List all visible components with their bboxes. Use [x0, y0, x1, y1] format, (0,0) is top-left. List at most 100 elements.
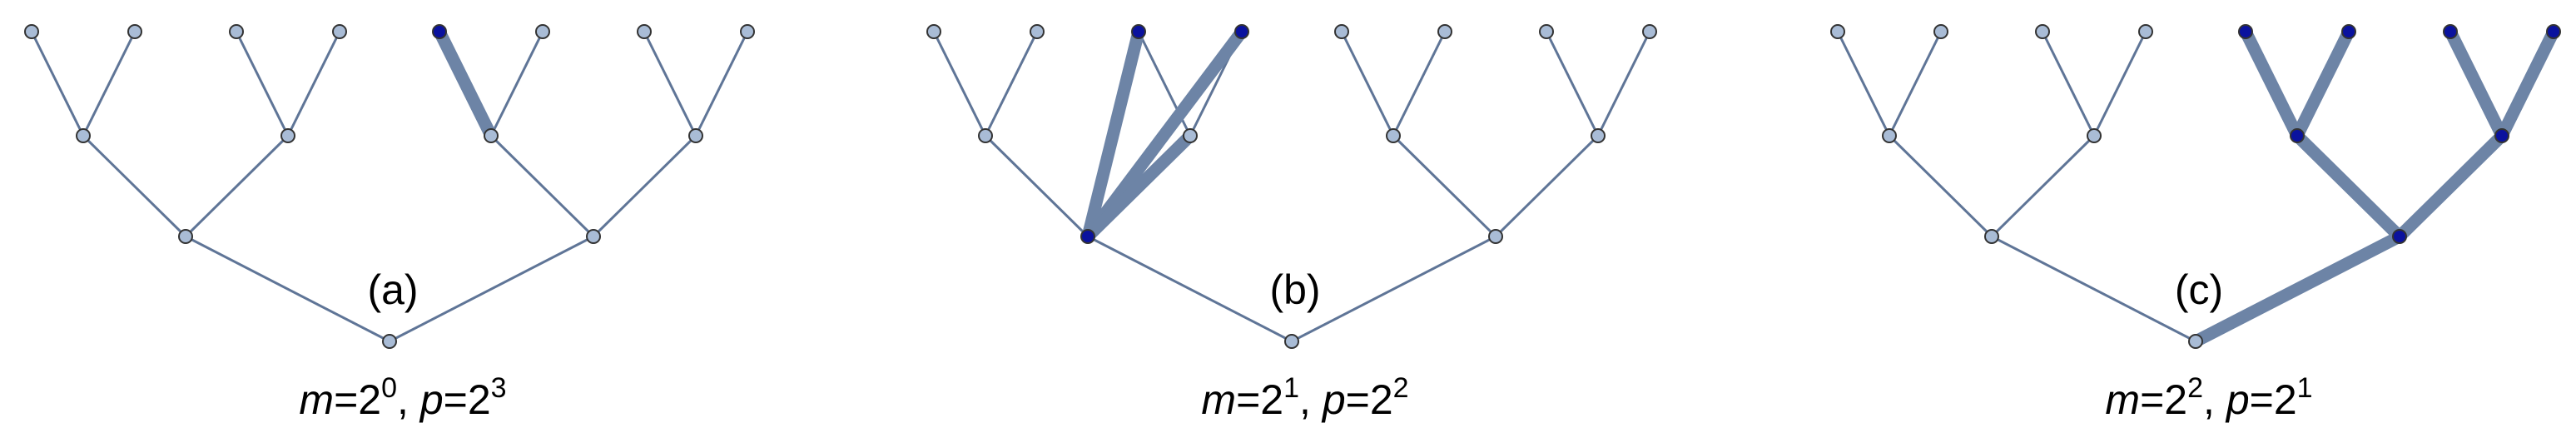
panel-label: (c): [2175, 266, 2223, 313]
highlighted-path: [2192, 28, 2559, 347]
tree-node: [586, 229, 601, 244]
tree-edge: [185, 235, 390, 343]
tree-node: [1591, 128, 1606, 143]
tree-node: [1030, 24, 1045, 39]
tree-edge: [1340, 31, 1395, 137]
highlighted-node: [2341, 24, 2356, 39]
tree-node: [637, 24, 652, 39]
highlighted-edge: [2291, 28, 2355, 139]
tree-edge: [984, 31, 1039, 137]
highlighted-path: [1081, 27, 1247, 241]
tree-node: [535, 24, 550, 39]
highlighted-node: [2290, 128, 2305, 143]
tree-node: [1882, 128, 1897, 143]
panel-label: (b): [1269, 266, 1320, 313]
tree-edge: [286, 31, 341, 137]
tree-node: [1386, 128, 1401, 143]
tree-edge: [643, 31, 697, 137]
tree-node: [76, 128, 91, 143]
tree-edge: [1087, 235, 1293, 343]
tree-node: [1830, 24, 1845, 39]
panel-caption: m=20, p=23: [299, 372, 506, 423]
tree-node: [1539, 24, 1554, 39]
tree-nodes: [926, 24, 1657, 349]
tree-node: [688, 128, 703, 143]
tree-node: [1183, 128, 1198, 143]
panel-caption: m=22, p=21: [2105, 372, 2312, 423]
tree-node: [332, 24, 347, 39]
highlighted-node: [1080, 229, 1095, 244]
highlighted-edge: [434, 28, 497, 139]
tree-edge: [2041, 31, 2096, 137]
highlighted-edge: [2496, 28, 2559, 139]
tree-node: [2138, 24, 2153, 39]
tree-edge: [1494, 134, 1600, 238]
tree-edge: [2092, 31, 2147, 137]
tree-node: [484, 128, 499, 143]
tree-edge: [30, 31, 85, 137]
tree-node: [178, 229, 193, 244]
panel-c: (c) m=22, p=21: [1830, 24, 2561, 423]
tree-edge: [984, 134, 1089, 238]
tree-edge: [389, 235, 594, 343]
highlighted-edge: [1083, 131, 1195, 241]
highlighted-node: [2443, 24, 2458, 39]
tree-node: [2035, 24, 2050, 39]
highlighted-path: [434, 28, 497, 139]
tree-nodes: [24, 24, 755, 349]
tree-node: [740, 24, 755, 39]
panel-a: (a) m=20, p=23: [24, 24, 755, 423]
highlighted-node: [1234, 24, 1249, 39]
highlighted-node: [2546, 24, 2561, 39]
tree-node: [280, 128, 295, 143]
tree-edge: [489, 134, 595, 238]
panel-b: (b) m=21, p=22: [926, 24, 1657, 423]
tree-edge: [235, 31, 290, 137]
highlighted-node: [1131, 24, 1146, 39]
tree-node: [2188, 334, 2203, 349]
tree-node: [926, 24, 941, 39]
tree-edge: [1392, 31, 1447, 137]
tree-edge: [1888, 134, 1993, 238]
tree-node: [1284, 334, 1299, 349]
tree-edge: [489, 31, 544, 137]
highlighted-edge: [1081, 30, 1145, 238]
tree-edge: [1836, 31, 1891, 137]
tree-edge: [694, 31, 749, 137]
tree-node: [1984, 229, 1999, 244]
tree-node: [2087, 128, 2102, 143]
highlighted-node: [2494, 128, 2509, 143]
highlighted-edge: [2444, 28, 2508, 139]
tree-edge: [82, 31, 136, 137]
tree-edge: [1990, 134, 2096, 238]
tree-edge: [1991, 235, 2196, 343]
tree-edge: [82, 134, 187, 238]
tree-edge: [184, 134, 290, 238]
tree-edge: [1291, 235, 1496, 343]
highlighted-edge: [1083, 27, 1247, 241]
tree-node: [1437, 24, 1452, 39]
tree-edge: [932, 31, 987, 137]
highlighted-edge: [2395, 131, 2507, 241]
tree-edge: [1545, 31, 1600, 137]
tree-node: [24, 24, 39, 39]
panel-label: (a): [367, 266, 418, 313]
tree-nodes: [1830, 24, 2561, 349]
tree-edges: [932, 31, 1651, 343]
tree-edge: [592, 134, 697, 238]
panel-caption: m=21, p=22: [1201, 372, 1408, 423]
tree-node: [229, 24, 244, 39]
highlighted-node: [432, 24, 447, 39]
highlighted-node: [2392, 229, 2407, 244]
tree-edge: [1392, 134, 1497, 238]
tree-edge: [1596, 31, 1651, 137]
tree-node: [1334, 24, 1349, 39]
highlighted-node: [2238, 24, 2253, 39]
tree-node: [382, 334, 397, 349]
highlighted-edge: [2240, 28, 2303, 139]
tree-node: [127, 24, 142, 39]
tree-node: [978, 128, 993, 143]
tree-node: [1933, 24, 1948, 39]
highlighted-edge: [2292, 131, 2405, 241]
